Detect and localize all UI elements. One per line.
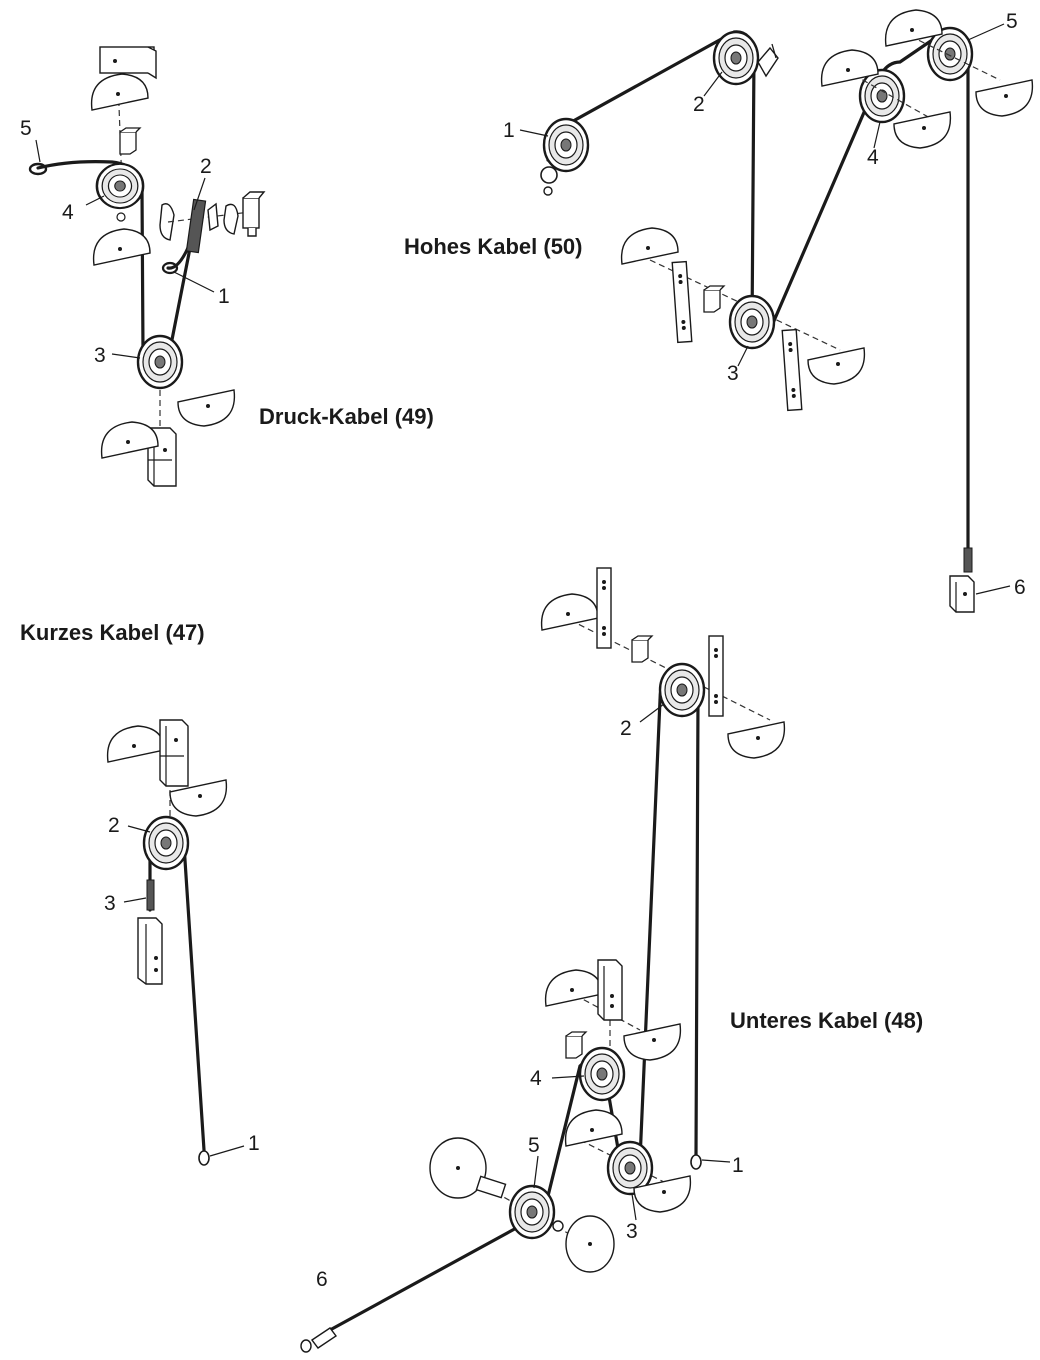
hohes-kabel-title: Hohes Kabel (50)	[404, 234, 583, 259]
hohes-label-4: 4	[867, 146, 879, 169]
unteres-label-2: 2	[620, 717, 632, 740]
cover-part	[90, 73, 149, 111]
pulley-part	[95, 162, 145, 210]
hohes-label-5: 5	[1006, 10, 1018, 33]
hohes-label-3: 3	[727, 362, 739, 385]
cover-part	[893, 111, 952, 149]
pulley-2-assembly	[159, 191, 266, 254]
unteres-label-6: 6	[316, 1268, 328, 1291]
kurzes-label-2: 2	[108, 814, 120, 837]
plate-part	[708, 635, 724, 717]
pulley-part	[142, 815, 190, 871]
cable-end-fitting-part	[300, 1327, 338, 1353]
cover-part	[177, 389, 236, 427]
druck-label-5: 5	[20, 117, 32, 140]
pulley-part	[578, 1046, 626, 1102]
clip-part	[703, 285, 725, 313]
druck-kabel-diagram: 5 4 2 1 3 Druck-Kabel (49)	[20, 46, 434, 487]
clip-part	[565, 1031, 587, 1059]
hohes-label-6: 6	[1014, 576, 1026, 599]
pulley-part	[542, 117, 590, 173]
druck-label-2: 2	[200, 155, 212, 178]
druck-label-4: 4	[62, 201, 74, 224]
plate-part	[596, 567, 612, 649]
cover-part	[540, 593, 599, 631]
kurzes-cable	[148, 820, 206, 1152]
kurzes-label-1: 1	[248, 1132, 260, 1155]
cover-part	[727, 721, 786, 759]
hohes-kabel-diagram: 1 2 4 5 3 6 Hohes Kabel (50)	[404, 9, 1034, 613]
hohes-cable	[546, 30, 970, 550]
unteres-kabel-title: Unteres Kabel (48)	[730, 1008, 923, 1033]
cover-part	[106, 725, 165, 763]
pulley-part	[136, 334, 184, 390]
kurzes-kabel-diagram: Kurzes Kabel (47) 2 3 1	[20, 620, 260, 1166]
druck-label-1: 1	[218, 285, 230, 308]
cable-end-loop	[28, 162, 48, 176]
plate-part	[781, 328, 803, 412]
clip-part	[631, 635, 653, 663]
cover-part	[544, 969, 603, 1007]
upright-bracket-part	[597, 959, 623, 1021]
druck-kabel-title: Druck-Kabel (49)	[259, 404, 434, 429]
kurzes-kabel-title: Kurzes Kabel (47)	[20, 620, 205, 645]
unteres-label-3: 3	[626, 1220, 638, 1243]
lower-bracket-part	[137, 917, 163, 985]
cover-part	[564, 1109, 623, 1147]
unteres-label-5: 5	[528, 1134, 540, 1157]
unteres-kabel-diagram: Unteres Kabel (48)	[300, 567, 923, 1353]
hohes-label-1: 1	[503, 119, 515, 142]
top-bracket-part	[159, 719, 189, 787]
top-bracket-part	[99, 46, 157, 80]
hohes-label-2: 2	[693, 93, 705, 116]
pulley-part	[658, 662, 706, 718]
unteres-label-1: 1	[732, 1154, 744, 1177]
pulley-part	[728, 294, 776, 350]
pulley-part	[858, 68, 906, 124]
cover-part	[623, 1023, 682, 1061]
cover-part	[620, 227, 679, 265]
unteres-label-4: 4	[530, 1067, 542, 1090]
end-bracket-part	[949, 575, 975, 613]
unteres-cable	[328, 668, 700, 1332]
druck-label-3: 3	[94, 344, 106, 367]
plate-part	[671, 260, 693, 344]
pulley-part	[508, 1184, 556, 1240]
cover-part	[975, 79, 1034, 117]
pulley-part	[712, 30, 760, 86]
clip-part	[119, 127, 141, 155]
kurzes-label-3: 3	[104, 892, 116, 915]
cover-part	[807, 347, 866, 385]
